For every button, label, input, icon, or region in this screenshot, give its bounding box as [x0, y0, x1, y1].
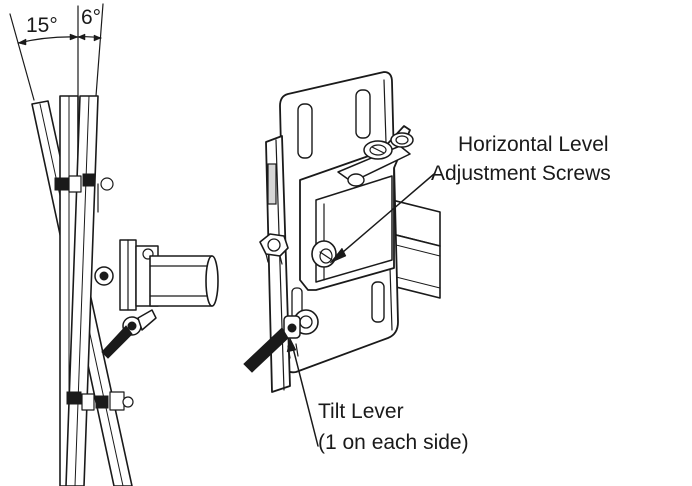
callout-screws-line2: Adjustment Screws [431, 162, 611, 185]
angle-reference-lines [9, 3, 104, 101]
side-view-tilt-range: 15° 6° [9, 3, 219, 486]
tilt-lever [243, 309, 319, 373]
angle-label-6: 6° [81, 6, 101, 29]
panel-tilted-forward [65, 95, 99, 486]
top-screws [347, 132, 414, 187]
side-arm-tube [149, 255, 219, 307]
callout-level-screws: Horizontal Level Adjustment Screws [329, 133, 611, 264]
level-adjustment-screw [311, 240, 337, 268]
angle-label-15: 15° [26, 14, 58, 37]
angle-arc-6 [77, 33, 102, 42]
callout-lever-line2: (1 on each side) [318, 431, 469, 454]
callout-screws-line1: Horizontal Level [458, 133, 609, 156]
hex-bolt [259, 233, 289, 265]
upper-hooks [54, 173, 114, 213]
bracket-perspective-view [243, 71, 441, 393]
callout-lever-line1: Tilt Lever [318, 400, 404, 423]
side-bracket [94, 239, 159, 311]
lower-hooks [66, 391, 134, 411]
angle-arc-15 [17, 33, 79, 46]
callout-tilt-lever: Tilt Lever (1 on each side) [286, 337, 469, 454]
side-tilt-lever [101, 309, 157, 359]
